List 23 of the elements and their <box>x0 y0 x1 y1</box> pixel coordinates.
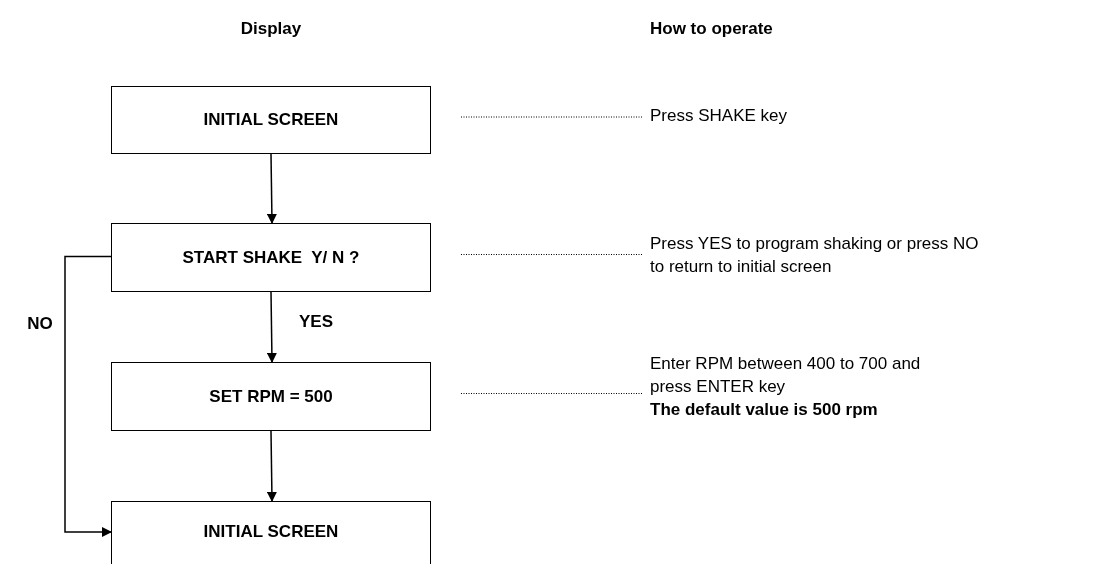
leader-line <box>460 393 643 394</box>
edge-label: NO <box>27 314 53 332</box>
display-box <box>111 86 431 154</box>
instruction-text: Press YES to program shaking or press NO to return to initial screen <box>650 233 980 278</box>
leader-line <box>460 254 643 255</box>
arrow <box>266 291 277 363</box>
box-text: START SHAKE Y/ N ? <box>182 246 360 269</box>
instruction-text: Enter RPM between 400 to 700 and press ENTER key <box>650 353 922 398</box>
display-box <box>111 362 431 431</box>
arrow <box>64 255 112 537</box>
instruction-text: The default value is 500 rpm <box>650 399 879 421</box>
box-text: SET RPM = 500 <box>209 385 333 408</box>
display-box <box>111 223 431 292</box>
arrow <box>266 430 277 502</box>
column-heading: Display <box>240 20 302 37</box>
arrow <box>266 153 277 224</box>
instruction-text: Press SHAKE key <box>650 105 788 127</box>
column-heading: How to operate <box>650 20 773 37</box>
box-text: INITIAL SCREEN <box>203 109 339 132</box>
box-text: INITIAL SCREEN <box>203 521 339 544</box>
edge-label: YES <box>299 312 333 330</box>
display-box <box>111 501 431 564</box>
leader-line <box>460 116 643 118</box>
